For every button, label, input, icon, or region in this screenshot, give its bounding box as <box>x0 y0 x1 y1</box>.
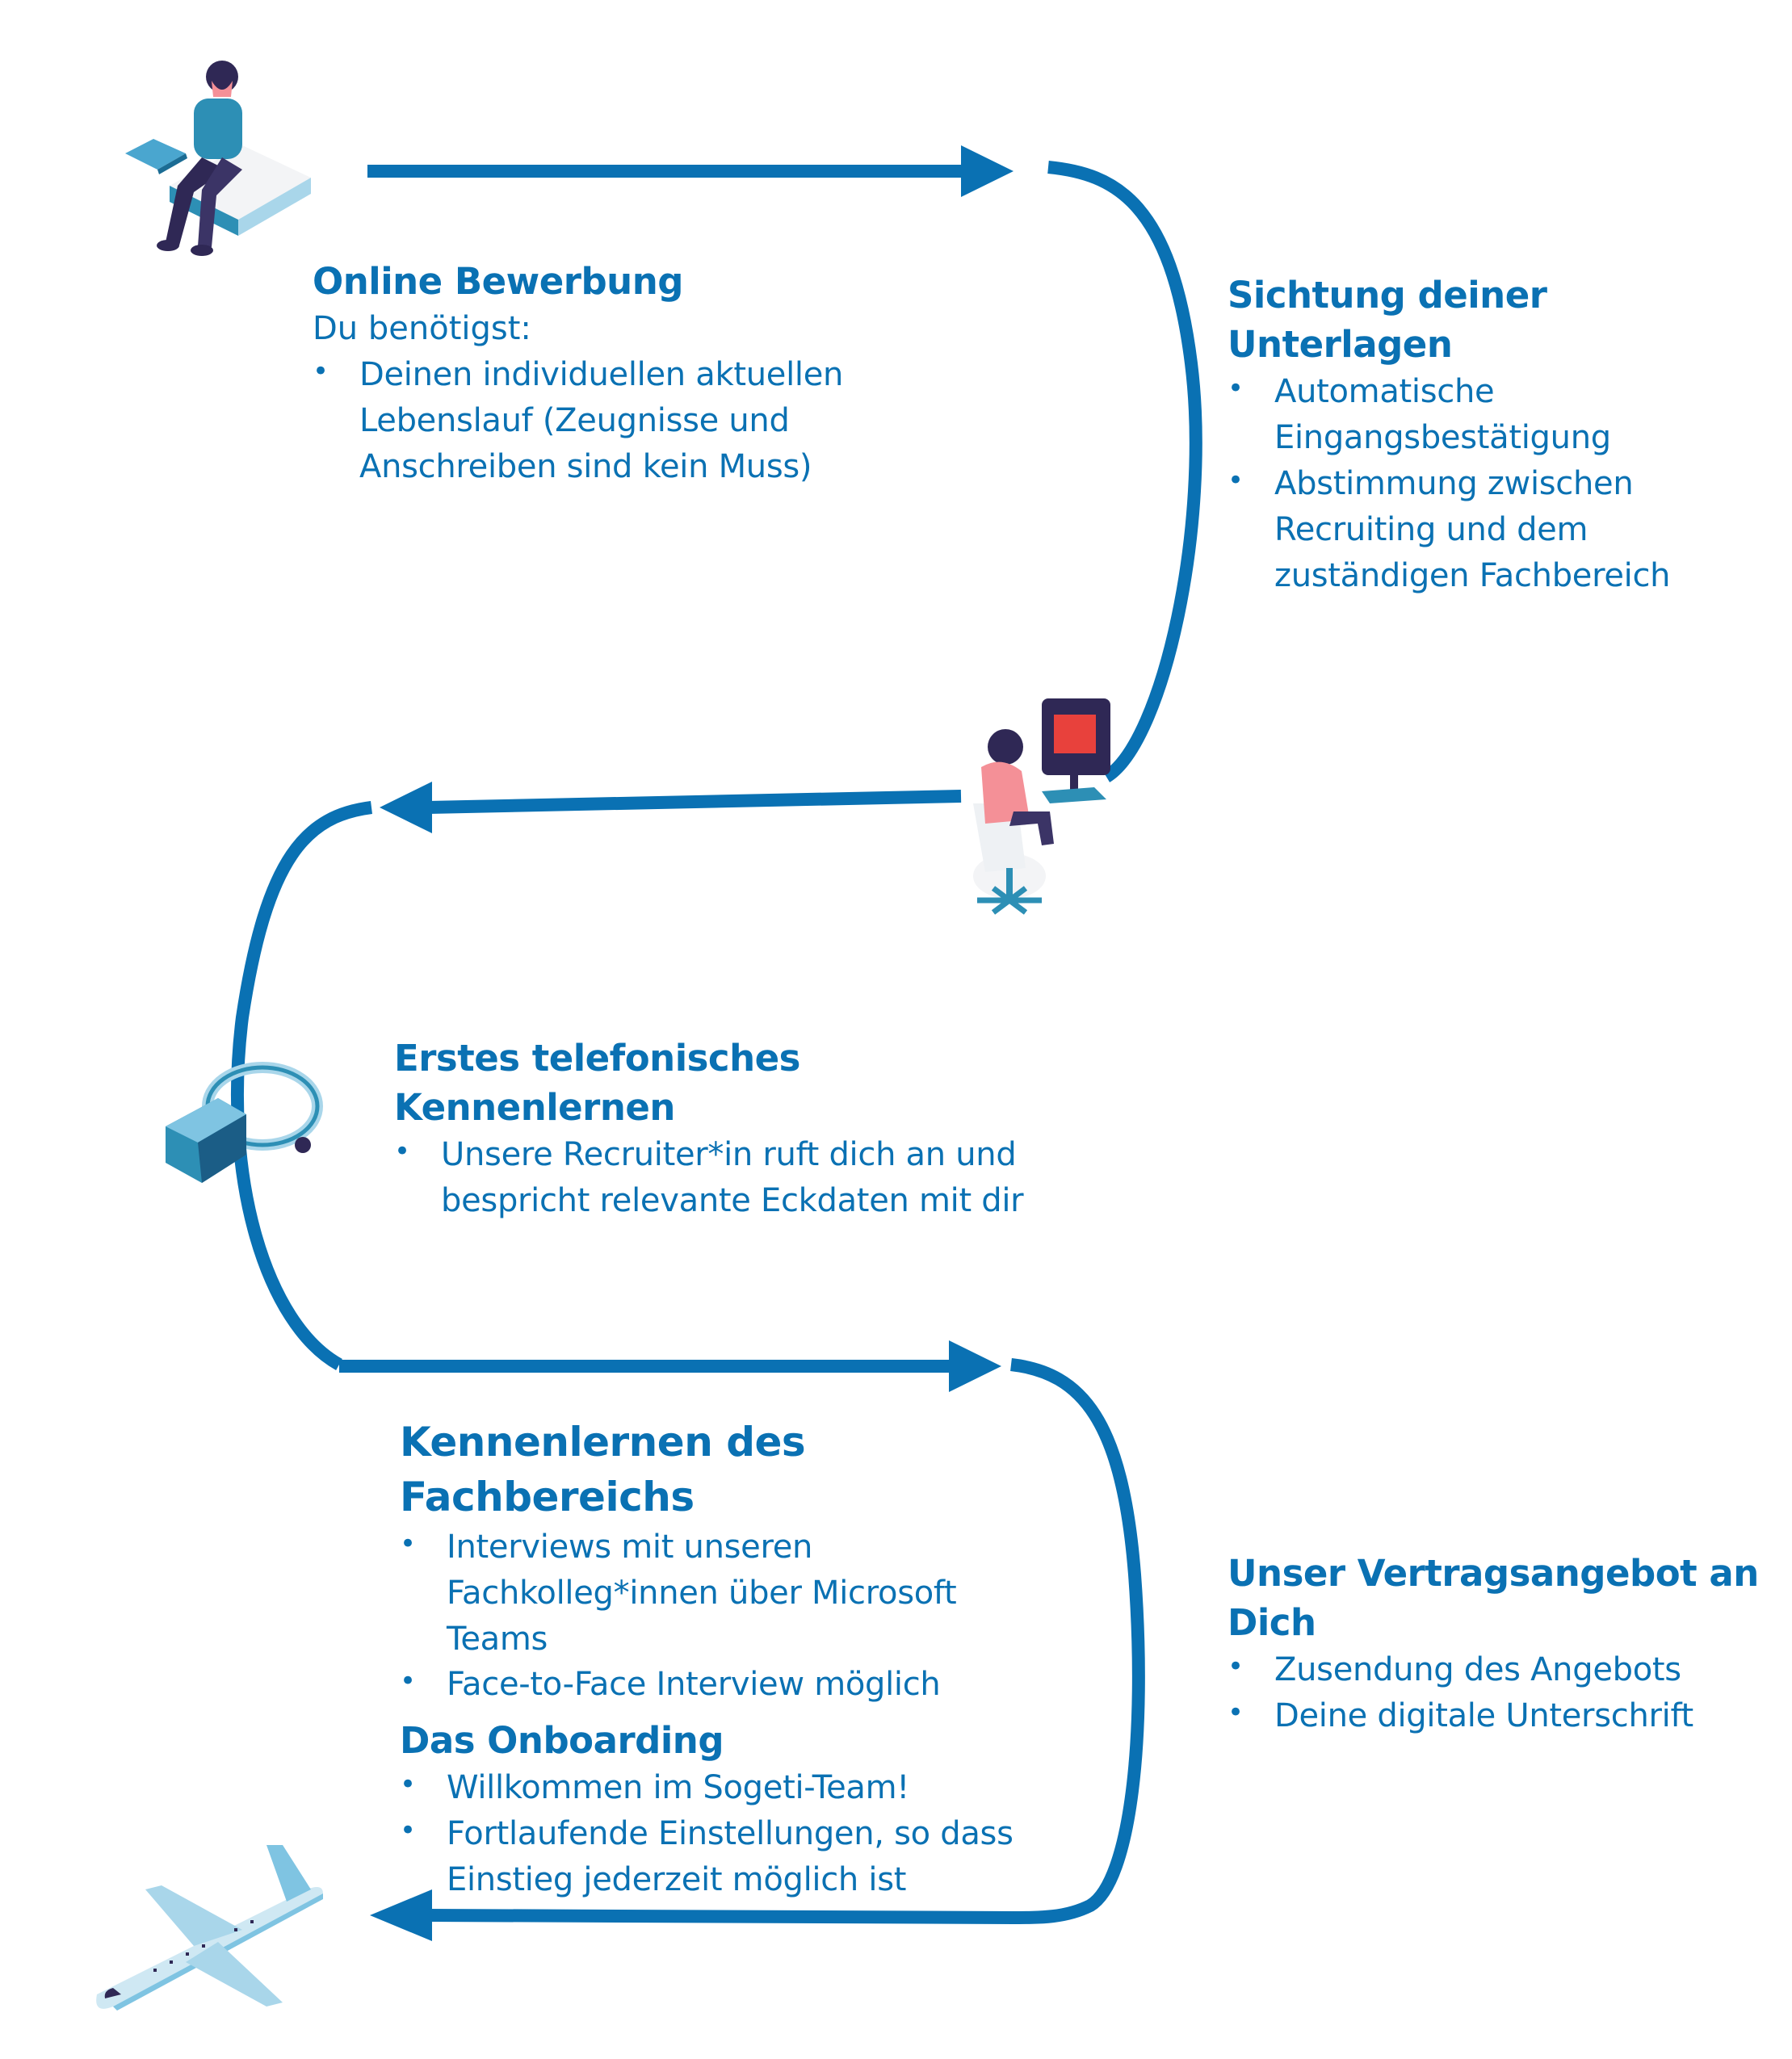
arrow-head-left-1 <box>380 782 432 833</box>
step-list: Deinen individuellen aktuellen Lebenslau… <box>313 352 926 489</box>
list-item: Abstimmung zwischen Recruiting und dem z… <box>1228 461 1680 598</box>
person-computer-icon <box>973 698 1110 915</box>
step-kennenlernen-fachbereich: Kennenlernen des Fachbereichs Interviews… <box>400 1415 1094 1708</box>
step-title: Kennenlernen des Fachbereichs <box>400 1419 806 1520</box>
step-title: Sichtung deiner Unterlagen <box>1228 274 1547 367</box>
list-item: Deine digitale Unterschrift <box>1228 1693 1777 1739</box>
step-title: Online Bewerbung <box>313 260 683 303</box>
list-item: Fortlaufende Einstellungen, so dass Eins… <box>400 1811 1062 1903</box>
step-telefonisches-kennenlernen: Erstes telefonisches Kennenlernen Unsere… <box>394 1034 1081 1224</box>
step-onboarding: Das Onboarding Willkommen im Sogeti-Team… <box>400 1716 1094 1903</box>
step-title: Erstes telefonisches Kennenlernen <box>394 1037 800 1130</box>
flow-curve-right-2 <box>1009 1358 1145 1924</box>
list-item: Zusendung des Angebots <box>1228 1647 1777 1693</box>
step-vertragsangebot: Unser Vertragsangebot an Dich Zusendung … <box>1228 1549 1777 1739</box>
step-list: Willkommen im Sogeti-Team! Fortlaufende … <box>400 1765 1062 1902</box>
step-list: Interviews mit unseren Fachkolleg*innen … <box>400 1524 1046 1708</box>
list-item: Willkommen im Sogeti-Team! <box>400 1765 1062 1811</box>
list-item: Automatische Eingangsbestätigung <box>1228 369 1680 461</box>
list-item: Interviews mit unseren Fachkolleg*innen … <box>400 1524 1046 1662</box>
list-item: Deinen individuellen aktuellen Lebenslau… <box>313 352 926 489</box>
step-list: Unsere Recruiter*in ruft dich an und bes… <box>394 1132 1081 1224</box>
flow-arrow-4-shaft <box>427 1909 1014 1924</box>
flow-curve-left <box>230 801 372 1370</box>
arrow-head-right-2 <box>949 1340 1001 1392</box>
step-list: Automatische Eingangsbestätigung Abstimm… <box>1228 369 1680 598</box>
step-intro: Du benötigst: <box>313 310 531 348</box>
step-sichtung-unterlagen: Sichtung deiner Unterlagen Automatische … <box>1228 270 1680 598</box>
vr-headset-icon <box>166 1062 323 1183</box>
arrow-head-right-1 <box>961 145 1014 197</box>
flow-arrow-2-shaft <box>427 790 962 814</box>
list-item: Unsere Recruiter*in ruft dich an und bes… <box>394 1132 1081 1224</box>
list-item: Face-to-Face Interview möglich <box>400 1662 1046 1708</box>
step-list: Zusendung des Angebots Deine digitale Un… <box>1228 1647 1777 1739</box>
flow-curve-right-1 <box>1047 161 1202 782</box>
airplane-icon <box>96 1845 323 2011</box>
step-online-bewerbung: Online Bewerbung Du benötigst: Deinen in… <box>313 257 926 489</box>
step-title: Das Onboarding <box>400 1719 724 1762</box>
step-title: Unser Vertragsangebot an Dich <box>1228 1552 1759 1645</box>
person-laptop-icon <box>125 61 311 256</box>
